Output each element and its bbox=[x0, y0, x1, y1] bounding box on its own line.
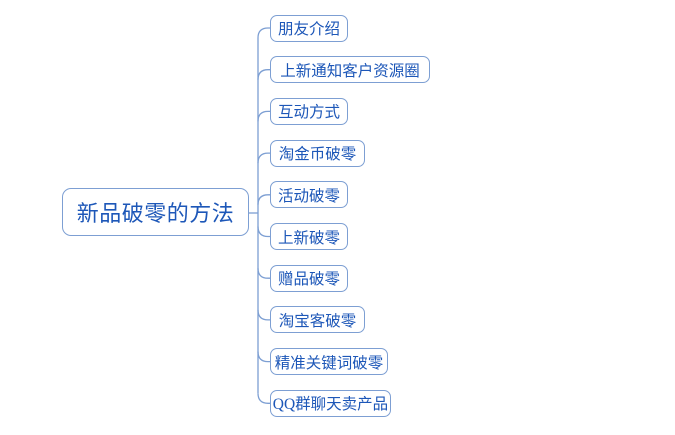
child-topic-node[interactable]: 赠品破零 bbox=[270, 264, 348, 292]
connector-line bbox=[257, 309, 270, 321]
child-topic-node[interactable]: 上新破零 bbox=[270, 223, 348, 250]
child-topic-node[interactable]: 精准关键词破零 bbox=[270, 348, 388, 376]
child-topic-node[interactable]: 互动方式 bbox=[270, 97, 348, 125]
connector-line bbox=[257, 351, 270, 363]
child-topic-node[interactable]: 淘金币破零 bbox=[270, 139, 365, 167]
child-topic-node[interactable]: 朋友介绍 bbox=[270, 14, 348, 42]
connector-line bbox=[257, 152, 270, 164]
connector-line bbox=[257, 226, 270, 238]
child-topic-node[interactable]: 活动破零 bbox=[270, 181, 348, 209]
child-topic-node[interactable]: QQ群聊天卖产品 bbox=[270, 389, 391, 417]
root-topic-node[interactable]: 新品破零的方法 bbox=[62, 188, 249, 236]
child-topic-node[interactable]: 上新通知客户资源圈 bbox=[270, 56, 430, 84]
connector-line bbox=[257, 194, 270, 205]
connector-line bbox=[257, 27, 270, 39]
connector-line bbox=[257, 268, 270, 279]
connector-line bbox=[257, 110, 270, 122]
child-topic-node[interactable]: 淘宝客破零 bbox=[270, 306, 365, 334]
connector-line bbox=[257, 393, 270, 404]
connector-line bbox=[257, 69, 270, 80]
